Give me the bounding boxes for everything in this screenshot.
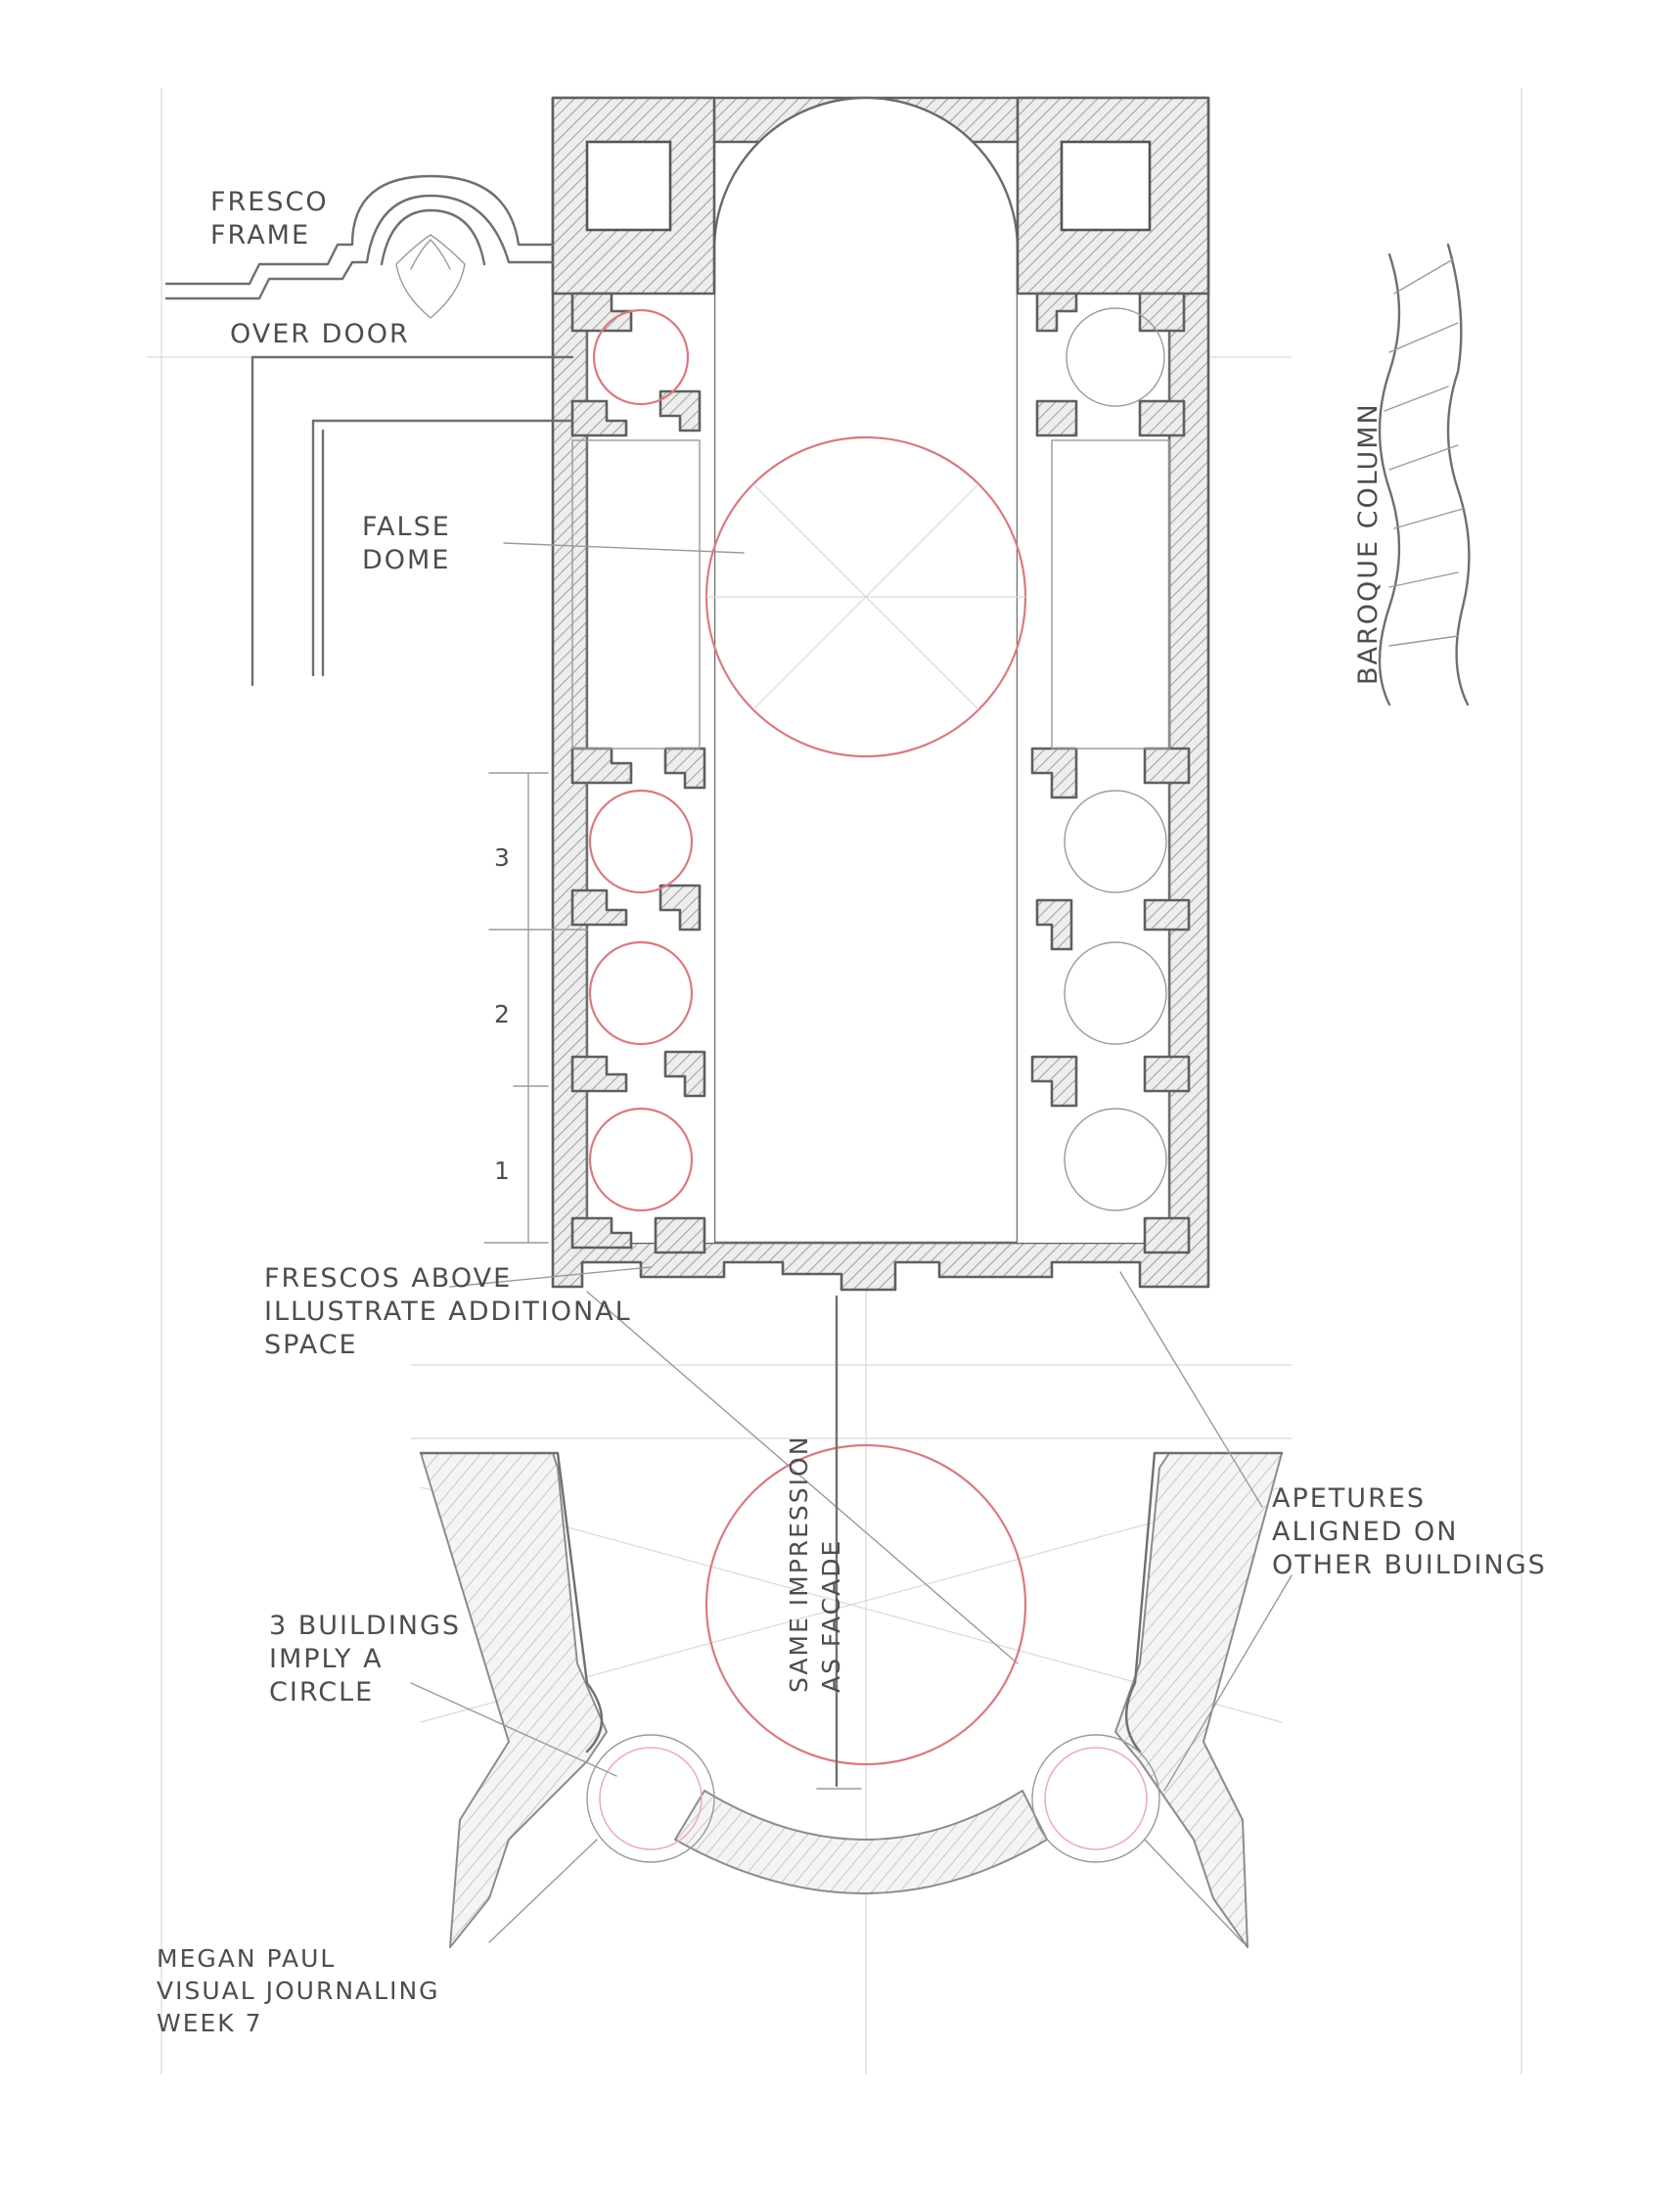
bay-dimension [483,772,588,1244]
signature-block: MEGAN PAUL VISUAL JOURNALING WEEK 7 [157,1942,440,2039]
frescos-above-label: FRESCOS ABOVE ILLUSTRATE ADDITIONAL SPAC… [264,1263,632,1360]
baroque-column-label: BAROQUE COLUMN [1353,402,1384,685]
fresco-frame-label: FRESCO FRAME [210,187,329,250]
baroque-column-sketch [1378,243,1471,706]
bay-number-3: 3 [494,843,512,872]
bay-number-1: 1 [494,1157,512,1185]
fresco-frame-sketch [164,174,574,687]
apetures-label: APETURES ALIGNED ON OTHER BUILDINGS [1272,1483,1547,1580]
false-dome-label: FALSE DOME [362,512,451,575]
same-impression-label: SAME IMPRESSION AS FACADE [785,1434,845,1693]
signature-week: WEEK 7 [157,2009,263,2037]
church-plan [551,96,1210,1292]
over-door-label: OVER DOOR [230,319,410,349]
bay-number-2: 2 [494,1000,512,1028]
three-buildings-label: 3 BUILDINGS IMPLY A CIRCLE [269,1611,462,1707]
piazza-plan [419,1291,1284,1948]
signature-name: MEGAN PAUL [157,1944,337,1973]
signature-course: VISUAL JOURNALING [157,1977,440,2005]
leader-lines [410,542,1293,1792]
